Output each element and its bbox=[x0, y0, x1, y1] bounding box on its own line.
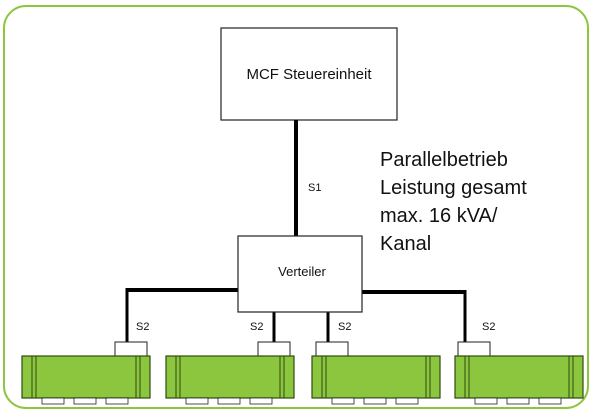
control-unit-box bbox=[220, 27, 398, 121]
branch-cable-label-4: S2 bbox=[482, 321, 495, 333]
main-cable-label: S1 bbox=[308, 182, 321, 194]
description-line-4: Kanal bbox=[380, 233, 432, 255]
power-unit-1 bbox=[21, 355, 151, 405]
description-line-2: Leistung gesamt bbox=[380, 177, 527, 199]
branch-cable-label-1: S2 bbox=[136, 321, 149, 333]
description-line-1: Parallelbetrieb bbox=[380, 149, 508, 171]
distributor-label: Verteiler bbox=[278, 264, 326, 279]
power-unit-4 bbox=[454, 355, 584, 405]
outer-frame bbox=[3, 5, 589, 409]
branch-cable-label-2: S2 bbox=[250, 321, 263, 333]
power-unit-3 bbox=[311, 355, 441, 405]
description-line-3: max. 16 kVA/ bbox=[380, 205, 498, 227]
branch-cable-label-3: S2 bbox=[338, 321, 351, 333]
distributor-box bbox=[237, 235, 363, 313]
control-unit-label: MCF Steuereinheit bbox=[246, 66, 372, 83]
power-unit-2 bbox=[165, 355, 295, 405]
